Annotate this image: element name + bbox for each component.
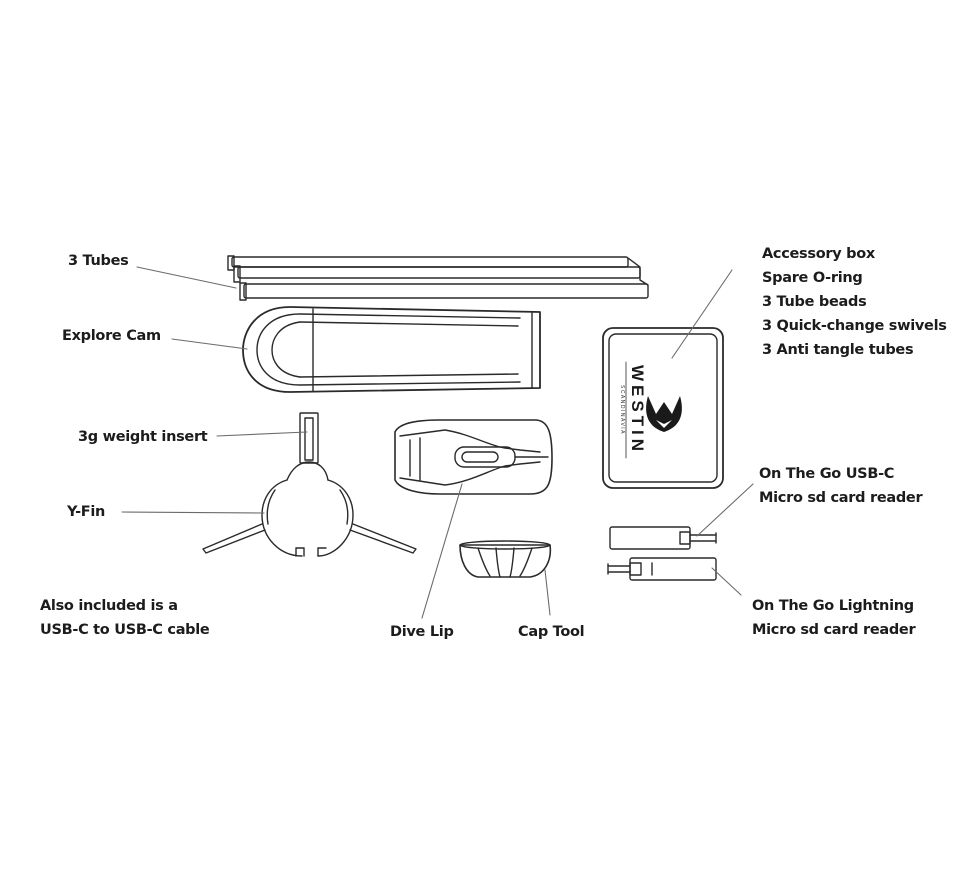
label-explore-cam: Explore Cam: [62, 328, 161, 344]
label-cap-tool: Cap Tool: [518, 624, 585, 640]
box-brand-logo: WESTIN: [628, 365, 647, 455]
accessory-box-drawing: WESTIN SCANDINAVIA: [602, 327, 724, 489]
label-usb-c-reader: On The Go USB-C Micro sd card reader: [759, 466, 923, 506]
explore-cam-drawing: [242, 306, 541, 393]
leader-lines: [121, 266, 754, 619]
tubes-drawing: [227, 255, 649, 301]
usb-c-reader-drawing: [609, 526, 717, 550]
cap-tool-drawing: [459, 540, 552, 578]
box-brand-sub: SCANDINAVIA: [619, 385, 625, 435]
dive-lip-drawing: [394, 419, 553, 495]
label-weight-insert: 3g weight insert: [78, 429, 208, 445]
y-fin-drawing: [202, 412, 417, 557]
label-accessory-box: Accessory box Spare O-ring 3 Tube beads …: [762, 246, 947, 358]
label-y-fin: Y-Fin: [67, 504, 106, 520]
label-3-tubes: 3 Tubes: [68, 253, 129, 269]
lightning-reader-drawing: [607, 557, 717, 581]
label-lightning-reader: On The Go Lightning Micro sd card reader: [752, 598, 916, 638]
label-dive-lip: Dive Lip: [390, 624, 454, 640]
label-also-included: Also included is a USB-C to USB-C cable: [40, 598, 210, 638]
